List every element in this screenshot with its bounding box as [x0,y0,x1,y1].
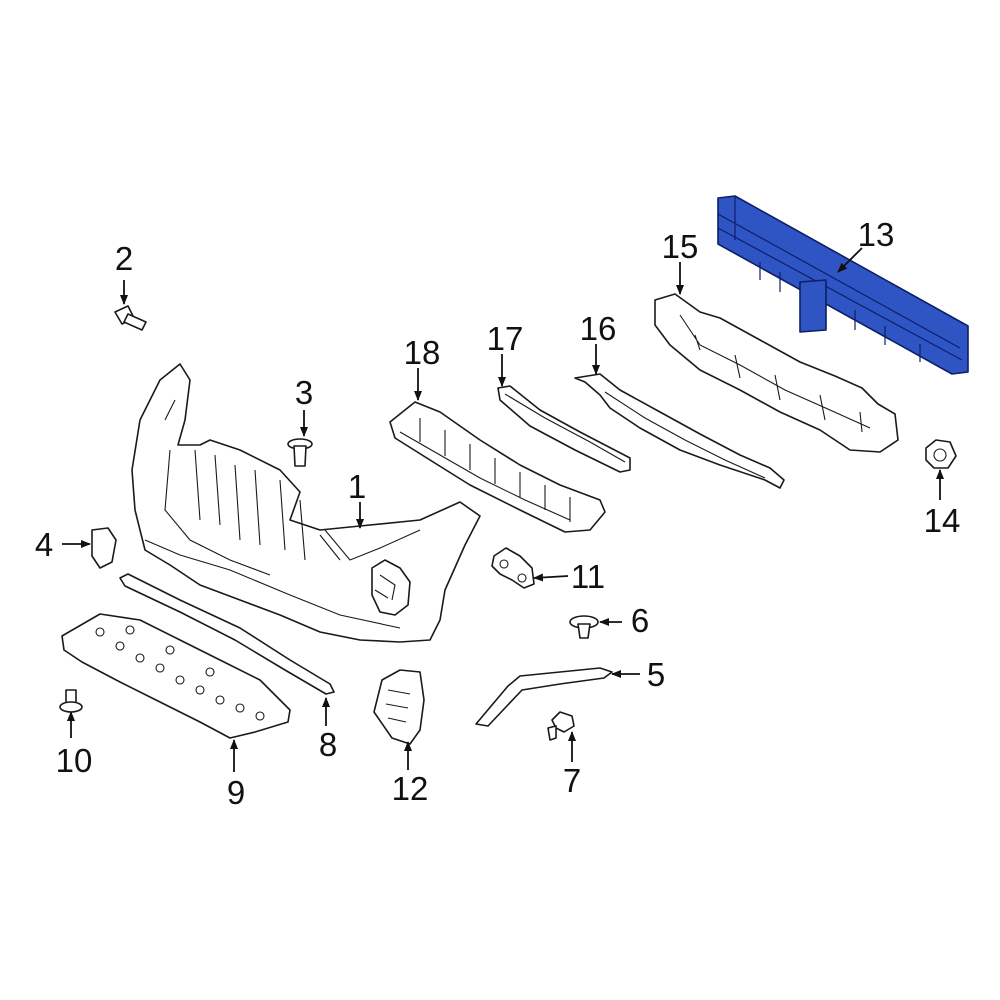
callout-15: 15 [662,228,699,265]
part-14-nut[interactable] [925,439,957,469]
part-1-bumper-cover[interactable] [131,363,481,643]
part-4-cap[interactable] [91,527,117,569]
callout-4: 4 [35,526,53,563]
part-8-lower-strip[interactable] [119,573,335,695]
part-12-fog-bezel[interactable] [373,669,425,745]
callout-12: 12 [392,770,429,807]
leader-11 [533,573,569,582]
part-3-clip[interactable] [287,438,313,467]
part-17-seal-strip[interactable] [497,385,631,473]
callout-9: 9 [227,774,245,811]
callout-5: 5 [647,656,665,693]
callout-10: 10 [56,742,93,779]
callout-14: 14 [924,502,961,539]
part-13-reinforcement-beam[interactable] [717,195,969,375]
part-5-trim-strip[interactable] [475,667,613,727]
part-11-bracket[interactable] [491,547,535,589]
callout-1: 1 [348,468,366,505]
part-2-bolt[interactable] [114,305,147,331]
callout-labels: 1 2 3 4 5 6 7 8 9 10 11 12 13 14 15 16 1… [35,216,961,811]
callout-18: 18 [404,334,441,371]
callout-7: 7 [563,762,581,799]
callout-16: 16 [580,310,617,347]
callout-17: 17 [487,320,524,357]
part-7-clip[interactable] [547,711,575,741]
part-6-push-clip[interactable] [569,615,599,639]
leader-13 [837,247,863,273]
part-18-upper-grille[interactable] [389,401,606,533]
part-9-under-shield[interactable] [61,613,291,739]
part-10-clip[interactable] [59,689,83,713]
callout-3: 3 [295,374,313,411]
callout-8: 8 [319,726,337,763]
part-15-energy-absorber[interactable] [654,293,899,453]
callout-2: 2 [115,240,133,277]
callout-11: 11 [571,558,605,595]
callout-13: 13 [858,216,895,253]
callout-6: 6 [631,602,649,639]
leader-lines [62,247,944,772]
part-16-upper-bracket[interactable] [574,373,785,489]
